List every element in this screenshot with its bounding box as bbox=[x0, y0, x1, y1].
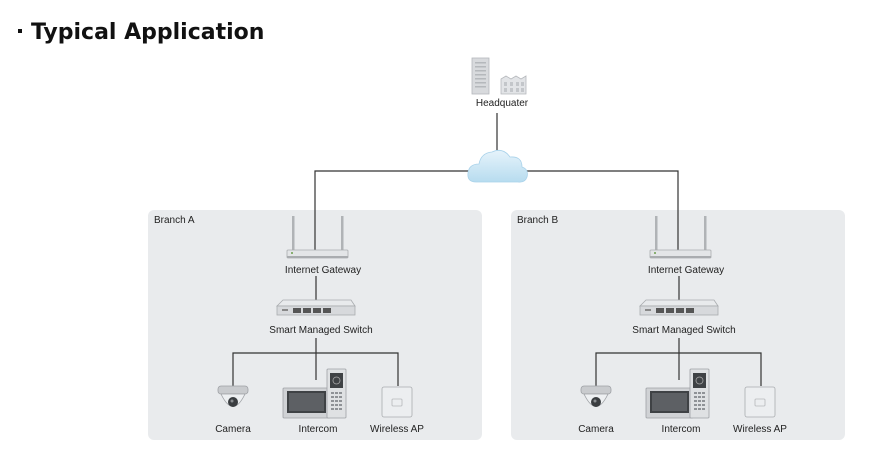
branch-a-title: Branch A bbox=[154, 215, 195, 226]
branch-a-intercom-label: Intercom bbox=[298, 424, 338, 435]
wireless-ap-icon bbox=[744, 386, 776, 418]
headquarter-label: Headquater bbox=[475, 98, 529, 109]
branch-b-gateway-label: Internet Gateway bbox=[647, 265, 725, 276]
branch-b-intercom-label: Intercom bbox=[661, 424, 701, 435]
page-title: Typical Application bbox=[14, 20, 264, 45]
branch-a-gateway-label: Internet Gateway bbox=[284, 265, 362, 276]
cloud-icon bbox=[467, 149, 528, 183]
branch-b-title: Branch B bbox=[517, 215, 559, 226]
branch-b-camera-label: Camera bbox=[578, 424, 614, 435]
gateway-router-icon bbox=[286, 216, 349, 259]
branch-a-devices bbox=[217, 216, 413, 419]
intercom-icon bbox=[282, 368, 347, 419]
branch-a-switch-label: Smart Managed Switch bbox=[269, 325, 373, 336]
branch-a-ap-label: Wireless AP bbox=[370, 424, 424, 435]
dome-camera-icon bbox=[580, 385, 612, 407]
wireless-ap-icon bbox=[381, 386, 413, 418]
intercom-icon bbox=[645, 368, 710, 419]
branch-a-camera-label: Camera bbox=[215, 424, 251, 435]
bullet-icon bbox=[18, 28, 22, 33]
headquarter-building-icon bbox=[471, 57, 527, 95]
page-title-text: Typical Application bbox=[31, 20, 265, 45]
gateway-router-icon bbox=[649, 216, 712, 259]
wan-links bbox=[314, 113, 679, 251]
branch-b-devices bbox=[580, 216, 776, 419]
switch-icon bbox=[639, 299, 719, 316]
switch-icon bbox=[276, 299, 356, 316]
dome-camera-icon bbox=[217, 385, 249, 407]
branch-b-switch-label: Smart Managed Switch bbox=[632, 325, 736, 336]
branch-b-ap-label: Wireless AP bbox=[733, 424, 787, 435]
